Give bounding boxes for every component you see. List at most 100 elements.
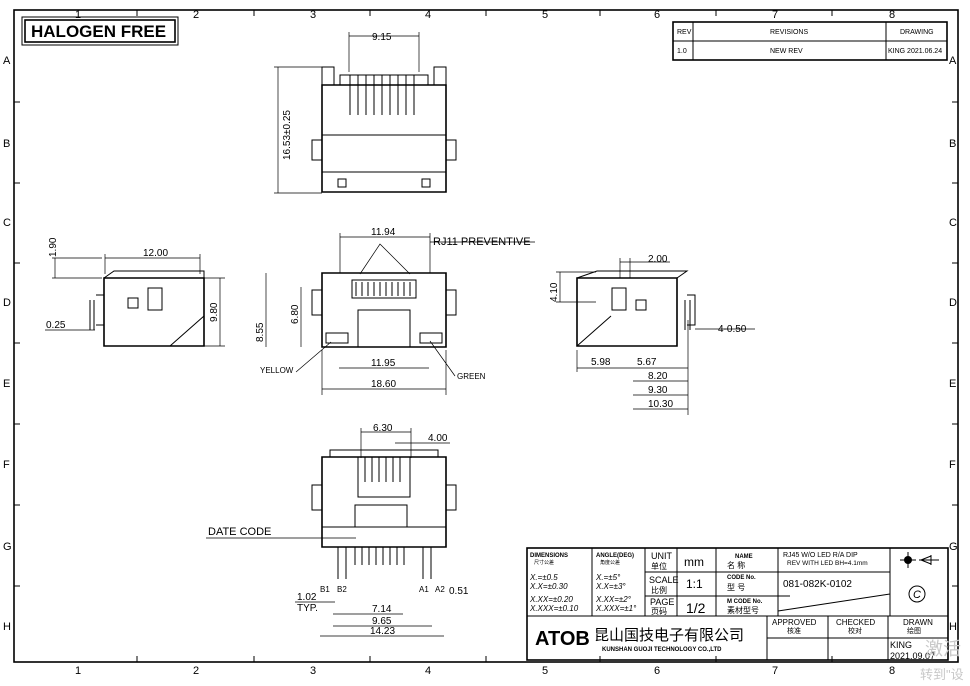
title-block-name-label-label: NAME (735, 554, 753, 560)
dimensions-left-view-height-label: 9.80 (209, 302, 220, 322)
revisions-rows-0-rev-label: 1.0 (677, 48, 687, 55)
drawing-line (900, 552, 939, 568)
dimensions-front-view-led-left-label: YELLOW (260, 366, 294, 375)
dimensions-front-view-inner-label: 11.95 (371, 358, 396, 369)
drawing-line (89, 270, 205, 347)
drawing-line (355, 282, 411, 296)
zones-rows-6-label: G (3, 541, 12, 553)
title-block-approved-label-label: APPROVED (772, 618, 817, 627)
zones-rows-6-label: G (949, 541, 958, 553)
zones-rows-0-label: A (949, 55, 957, 67)
dimensions-right-view-side-label: 4.10 (549, 282, 560, 302)
zones-rows-5-label: F (3, 459, 10, 471)
zones-rows-0-label: A (3, 55, 11, 67)
dimensions-bottom-view-pin-label: 0.51 (449, 586, 469, 597)
title-block-tol-0-1-label: X.=±5° (595, 573, 621, 582)
bottom-view: 6.30 4.00 DATE CODE B1 B2 A1 A2 0.51 1.0… (206, 423, 469, 637)
dimensions-left-view-pin-label: 0.25 (46, 320, 66, 331)
title-block-drawn-label-label: DRAWN (903, 618, 933, 627)
title-block-name-cn-label: 名 称 (727, 560, 745, 570)
dimensions-bottom-view-d4-label: 9.65 (372, 616, 392, 627)
revisions-rows-0-description-label: NEW REV (770, 48, 803, 55)
title-block-scale-label: 1:1 (686, 577, 703, 591)
zones-rows-7-label: H (3, 621, 11, 633)
title-block-drawn-by-label: KING (890, 640, 912, 650)
title-block-page-label: 1/2 (686, 600, 706, 616)
dimensions-right-view-hole-label: 4-0.50 (718, 324, 747, 335)
title-block-tol-3-0-label: X.XXX=±0.10 (529, 604, 579, 613)
title-block-dimensions-label-label: DIMENSIONS (530, 553, 568, 559)
front-view: 11.94 RJ11 PREVENTIVE 8.55 6.80 YELLOW G… (255, 227, 535, 395)
zones-rows-1-label: B (3, 138, 10, 150)
dimensions-front-view-top-label: 11.94 (371, 227, 396, 238)
title-block-scale-cn-label: 比例 (651, 585, 667, 595)
drawing-line (526, 547, 949, 661)
revisions-rows-0-drawing-label: KING 2021.06.24 (888, 48, 942, 55)
zones-rows-2-label: C (3, 217, 11, 229)
drawing-line (421, 178, 431, 188)
title-block-checked-cn-label: 校对 (848, 626, 862, 635)
zones-rows-4-label: E (949, 378, 956, 390)
zones-rows-3-label: D (3, 297, 11, 309)
title-block-tol-2-1-label: X.XX=±2° (595, 595, 632, 604)
dimensions-right-view-top-label: 2.00 (648, 254, 668, 265)
title-block-unit-label: mm (684, 555, 704, 569)
dimensions-top-view-height-label: 16.53±0.25 (282, 110, 293, 160)
dimensions-right-view-d4-label: 9.30 (648, 385, 668, 396)
dimensions-front-view-h1-label: 8.55 (255, 322, 266, 342)
zones-columns-0-label: 1 (75, 665, 81, 677)
revisions-headers-revisions-label: REVISIONS (770, 29, 808, 36)
title-block-unit-label-label: UNIT (651, 551, 672, 561)
dimensions-bottom-view-d1-label: 6.30 (373, 423, 393, 434)
title-block-tol-1-0-label: X.X=±0.30 (529, 582, 568, 591)
drawing-line (337, 178, 347, 188)
drawing-line (311, 272, 457, 348)
revision-mark-circle (908, 585, 926, 603)
dimensions-bottom-view-d3-label: 7.14 (372, 604, 392, 615)
drawing-line (45, 254, 225, 347)
dimensions-bottom-view-a1-label: A1 (419, 585, 429, 594)
right-side-view: 2.00 4.10 4-0.50 5.98 5.67 8.20 9.30 10.… (549, 254, 755, 415)
dimensions-bottom-view-b1-label: B1 (320, 585, 330, 594)
title-block-unit-cn-label: 单位 (651, 561, 667, 571)
zones-columns-5-label: 6 (654, 665, 660, 677)
drawing-line (21, 16, 179, 46)
title-block-page-label-label: PAGE (650, 597, 674, 607)
title-block-tol-1-1-label: X.X=±3° (595, 582, 626, 591)
zones-columns-7-label: 8 (889, 665, 895, 677)
title-block-code-cn-label: 型 号 (727, 583, 745, 592)
drawing-line (265, 233, 535, 395)
zones-rows-3-label: D (949, 297, 957, 309)
title-block-tol-3-1-label: X.XXX=±1° (595, 604, 637, 613)
zones-columns-2-label: 3 (310, 665, 316, 677)
title-block-tol-2-0-label: X.XX=±0.20 (529, 595, 573, 604)
zones-columns-2-label: 3 (310, 9, 316, 21)
drawing-line (349, 75, 415, 115)
dimensions-right-view-d3-label: 8.20 (648, 371, 668, 382)
revision-table: REV REVISIONS DRAWING 1.0 NEW REV KING 2… (672, 21, 948, 61)
halogen-free-banner (24, 19, 176, 43)
drawing-line (337, 457, 432, 579)
title-block-company-cn-label: 昆山国技电子有限公司 (594, 627, 744, 644)
revisions-headers-drawing-label: DRAWING (900, 29, 934, 36)
halogen-free-label: HALOGEN FREE (31, 22, 166, 41)
drawing-line (206, 428, 450, 637)
company-logo: ATOB (535, 628, 590, 650)
zones-columns-4-label: 5 (542, 9, 548, 21)
title-block-angle-label-label: ANGLE(DEG) (596, 553, 634, 559)
title-block-mcode-cn-label: 素材型号 (727, 605, 759, 615)
title-block-revision-mark-label: C (913, 589, 921, 601)
watermark-line1-label: 激活 (925, 639, 961, 659)
left-side-view: 1.90 12.00 9.80 0.25 (45, 237, 225, 347)
drawing-line (527, 548, 948, 660)
drawing-line (321, 84, 447, 193)
drawing-line (274, 32, 420, 194)
zones-columns-6-label: 7 (772, 665, 778, 677)
zones-rows-1-label: B (949, 138, 956, 150)
title-block-mcode-label-label: M CODE No. (727, 599, 763, 605)
title-block-tol-0-0-label: X.=±0.5 (529, 573, 558, 582)
dimensions-bottom-view-d5-label: 14.23 (370, 626, 395, 637)
dimensions-bottom-view-b2-label: B2 (337, 585, 347, 594)
